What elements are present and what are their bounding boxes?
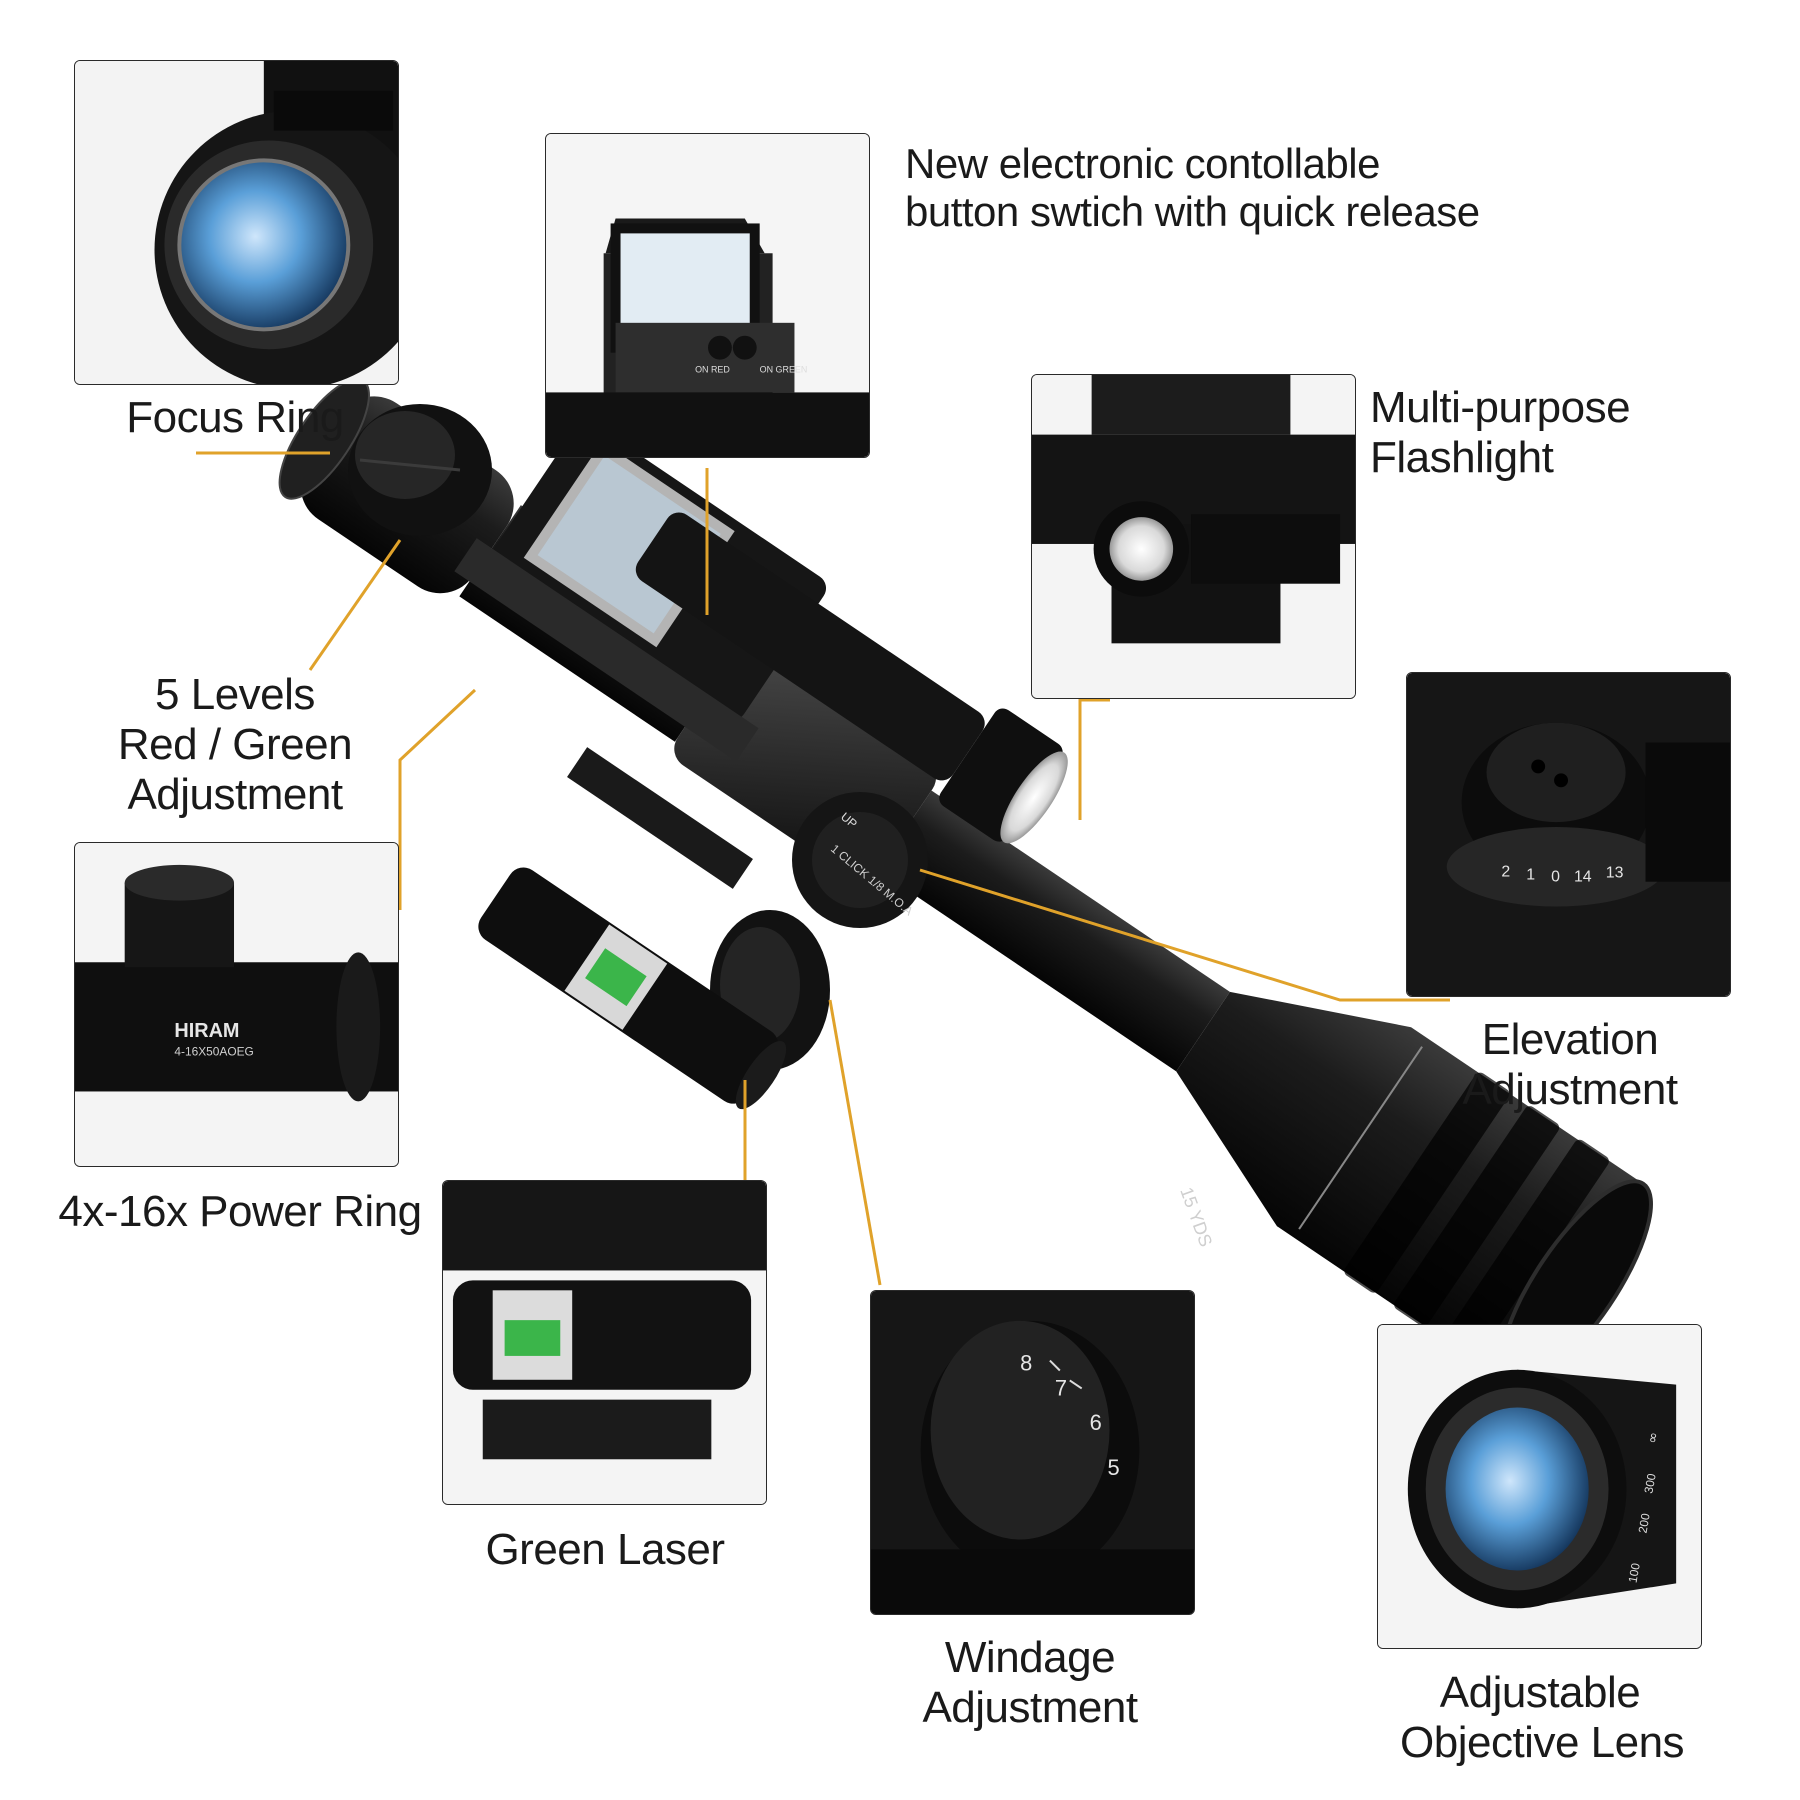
parallax-scale-infinity: ∞ bbox=[1644, 1431, 1662, 1445]
green-laser-body bbox=[478, 867, 787, 1110]
objective-lens bbox=[1445, 1407, 1589, 1571]
elevation-scale-1: 1 bbox=[1526, 867, 1535, 884]
elevation-scale-2: 2 bbox=[1501, 864, 1510, 881]
elevation-turret: 1 CLICK 1/8 M.O.A bbox=[792, 792, 928, 928]
windage-scale-7: 7 bbox=[1055, 1375, 1067, 1400]
laser-window bbox=[504, 1320, 561, 1356]
flashlight-label: Multi-purpose Flashlight bbox=[1370, 383, 1631, 482]
eyepiece-lens bbox=[179, 160, 349, 330]
focus-ring-detail-panel bbox=[74, 60, 399, 385]
green-laser-detail-panel bbox=[442, 1180, 767, 1505]
windage-scale-8: 8 bbox=[1020, 1351, 1032, 1376]
dot-sight-green-label: ON GREEN bbox=[760, 365, 808, 375]
power-ring-label: 4x-16x Power Ring bbox=[58, 1187, 422, 1236]
windage-scale-5: 5 bbox=[1108, 1455, 1120, 1480]
parallax-scale-300: 300 bbox=[1641, 1472, 1658, 1494]
parallax-scale-200: 200 bbox=[1636, 1512, 1653, 1534]
windage-detail-panel: 8 7 6 5 bbox=[870, 1290, 1195, 1615]
model-marking: 4-16X50AOEG bbox=[174, 1045, 253, 1059]
dot-sight-detail-panel: ON RED ON GREEN bbox=[545, 133, 870, 458]
distance-mark: 15 YDS bbox=[1176, 1185, 1216, 1250]
power-ring-detail-panel: HIRAM 4-16X50AOEG bbox=[74, 842, 399, 1167]
elevation-detail-panel: 2 1 0 14 13 bbox=[1406, 672, 1731, 997]
objective-lens-label: Adjustable Objective Lens bbox=[1400, 1668, 1685, 1767]
parallax-scale-100: 100 bbox=[1626, 1562, 1643, 1584]
flashlight-lens bbox=[1109, 517, 1174, 581]
focus-ring-label: Focus Ring bbox=[126, 393, 344, 442]
elevation-scale-13: 13 bbox=[1606, 865, 1624, 882]
flashlight-body bbox=[635, 512, 1068, 844]
dot-sight-red-label: ON RED bbox=[695, 365, 730, 375]
illumination-knob bbox=[348, 404, 492, 536]
flashlight-detail-panel bbox=[1031, 374, 1356, 699]
levels-adjustment-label: 5 Levels Red / Green Adjustment bbox=[117, 670, 353, 819]
picatinny-rail bbox=[567, 747, 753, 889]
windage-scale-6: 6 bbox=[1090, 1410, 1102, 1435]
objective-lens-detail-panel: 100 200 300 ∞ bbox=[1377, 1324, 1702, 1649]
brand-marking: HIRAM bbox=[174, 1020, 239, 1042]
green-laser-label: Green Laser bbox=[485, 1525, 725, 1574]
electronic-switch-label: New electronic contollable button swtich… bbox=[905, 140, 1480, 235]
elevation-scale-14: 14 bbox=[1574, 869, 1592, 886]
elevation-scale-0: 0 bbox=[1551, 869, 1560, 886]
elevation-label: Elevation Adjustment bbox=[1462, 1015, 1678, 1114]
windage-label: Windage Adjustment bbox=[922, 1633, 1138, 1732]
